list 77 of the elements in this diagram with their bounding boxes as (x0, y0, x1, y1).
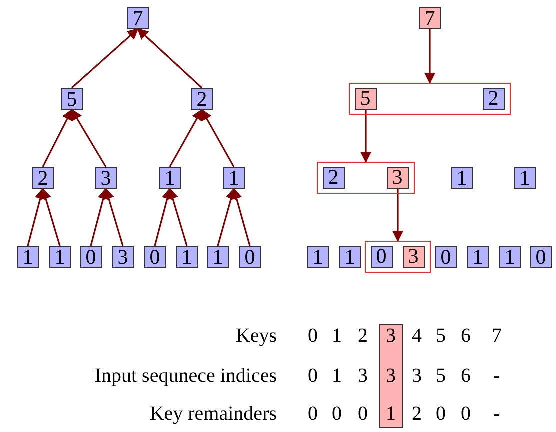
value-box: 0 (435, 246, 457, 268)
arrow (42, 109, 73, 168)
value-box: 1 (499, 246, 521, 268)
value-box: 1 (467, 246, 489, 268)
arrow (104, 188, 124, 246)
table-value: 0 (307, 402, 319, 426)
arrow (154, 188, 173, 246)
value-box: 0 (144, 246, 166, 268)
table-value: 1 (385, 402, 397, 426)
value-box: 1 (514, 167, 536, 189)
value-box: 1 (159, 167, 181, 189)
table-value: 0 (307, 364, 319, 388)
table-value: 3 (385, 324, 397, 348)
table-value: 2 (411, 402, 423, 426)
row-header: Key remainders (150, 402, 277, 426)
table-value: 2 (357, 324, 369, 348)
highlight-frame (365, 241, 431, 273)
value-box: 0 (80, 246, 102, 268)
table-value: 0 (331, 402, 343, 426)
value-box: 7 (127, 7, 149, 29)
table-value: 4 (411, 324, 423, 348)
table-value: 0 (435, 402, 447, 426)
table-value: 7 (491, 324, 503, 348)
value-box: 1 (451, 167, 473, 189)
arrow (360, 110, 372, 164)
value-box: 1 (176, 246, 198, 268)
value-box: 3 (386, 166, 408, 188)
arrow (71, 109, 107, 168)
value-box: 0 (239, 246, 261, 268)
table-value: 3 (385, 364, 397, 388)
arrow (217, 188, 237, 246)
value-box: 1 (49, 246, 71, 268)
arrow (90, 188, 109, 246)
value-box: 1 (339, 246, 361, 268)
value-box: 1 (307, 246, 329, 268)
value-box: 0 (530, 246, 552, 268)
table-value: 1 (331, 364, 343, 388)
table-value: - (492, 364, 502, 388)
arrow (137, 28, 203, 89)
arrow (169, 109, 203, 168)
table-value: 0 (460, 402, 472, 426)
row-header: Input sequnece indices (94, 364, 277, 388)
table-value: - (492, 402, 502, 426)
row-header: Keys (236, 324, 277, 348)
table-value: 1 (331, 324, 343, 348)
highlight-frame (349, 83, 511, 115)
value-box: 5 (61, 88, 83, 110)
value-box: 7 (419, 7, 441, 29)
arrow (392, 189, 404, 242)
table-value: 6 (460, 324, 472, 348)
value-box: 3 (112, 246, 134, 268)
arrow (231, 188, 251, 246)
value-box: 2 (191, 88, 213, 110)
arrow (40, 188, 61, 246)
value-box: 1 (223, 167, 245, 189)
value-box: 5 (354, 88, 376, 110)
table-value: 3 (357, 364, 369, 388)
value-box: 2 (482, 88, 504, 110)
value-box: 2 (32, 167, 54, 189)
arrow (201, 109, 235, 168)
table-value: 3 (411, 364, 423, 388)
table-value: 5 (435, 324, 447, 348)
value-box: 1 (17, 246, 39, 268)
arrow (71, 28, 139, 89)
value-box: 2 (322, 166, 344, 188)
value-box: 0 (370, 246, 392, 268)
arrow (168, 188, 188, 246)
table-value: 0 (357, 402, 369, 426)
arrow (424, 29, 436, 84)
highlight-frame (317, 162, 415, 194)
value-box: 3 (402, 246, 424, 268)
value-box: 3 (95, 167, 117, 189)
table-value: 6 (460, 364, 472, 388)
table-value: 0 (307, 324, 319, 348)
table-value: 5 (435, 364, 447, 388)
arrow (27, 188, 46, 246)
value-box: 1 (207, 246, 229, 268)
